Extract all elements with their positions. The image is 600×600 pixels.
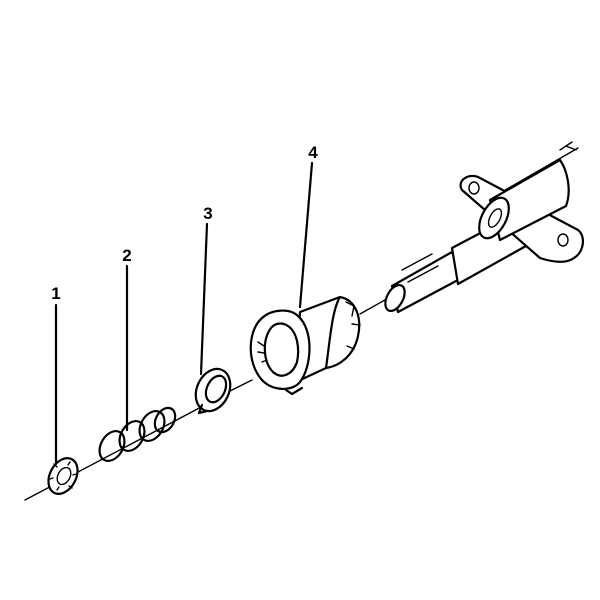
washer-part [47,457,79,495]
callout-3: 3 [199,204,213,376]
callout-2: 2 [122,246,132,432]
retainer-ring-part [194,367,232,415]
callout-label-4: 4 [308,143,318,162]
callout-label-3: 3 [203,204,212,223]
callout-label-2: 2 [122,246,131,265]
spring-part [98,406,177,463]
steering-shaft-part [384,141,584,314]
callout-label-1: 1 [51,284,60,303]
bearing-housing-part [249,295,361,396]
callout-4: 4 [298,143,318,309]
callout-1: 1 [51,284,61,466]
